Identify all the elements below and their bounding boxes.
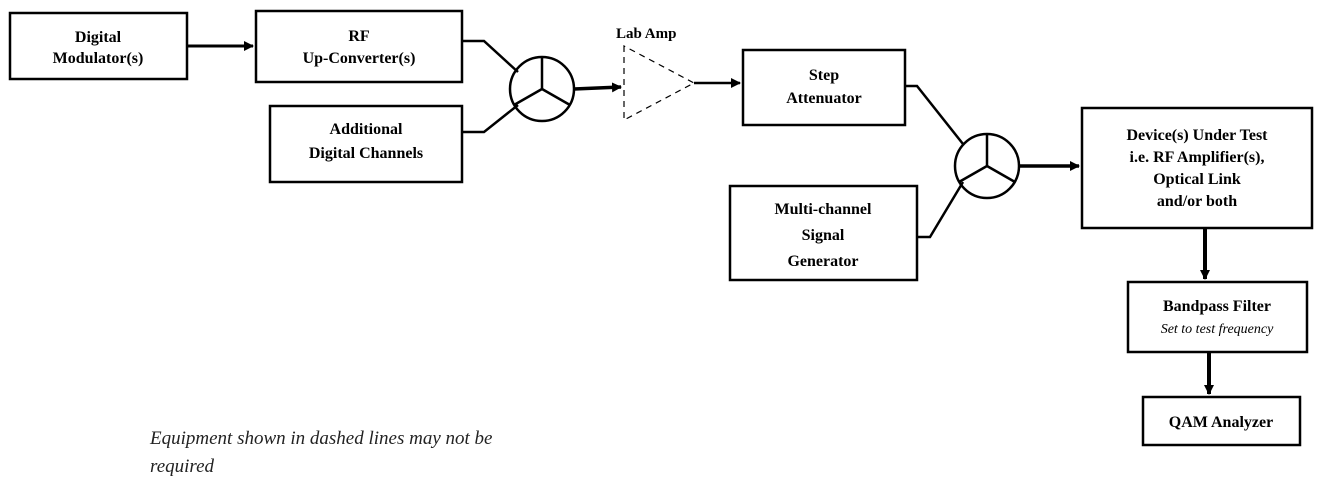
line-generator-to-combiner2 [917,181,965,239]
step-attenuator-label-line1: Step [809,67,839,84]
device-under-test-block: Device(s) Under Test i.e. RF Amplifier(s… [1080,106,1314,230]
multichannel-generator-block: Multi-channel Signal Generator [728,184,919,282]
rf-upconverter-label-line2: Up-Converter(s) [303,50,416,67]
footnote-line1: Equipment shown in dashed lines may not … [149,428,493,449]
combiner-1 [508,55,576,123]
footnote-line2: required [150,456,215,477]
rf-upconverter-block: RF Up-Converter(s) [254,9,464,84]
line-upconverter-to-combiner1 [462,39,519,73]
digital-modulator-block: Digital Modulator(s) [8,11,189,81]
line-additional-to-combiner1 [462,104,519,134]
multichannel-generator-label-line3: Generator [787,253,858,270]
step-attenuator-label-line2: Attenuator [786,90,862,107]
multichannel-generator-label-line1: Multi-channel [775,201,872,218]
dut-label-line1: Device(s) Under Test [1126,127,1268,144]
multichannel-generator-label-line2: Signal [802,227,845,244]
bandpass-filter-note: Set to test frequency [1161,322,1274,337]
digital-modulator-label-line1: Digital [75,29,122,46]
dut-label-line2: i.e. RF Amplifier(s), [1130,149,1265,166]
arrow-combiner1-to-labamp [573,82,622,93]
step-attenuator-block: Step Attenuator [741,48,907,127]
lab-amp-label: Lab Amp [616,26,676,42]
rf-upconverter-label-line1: RF [348,28,370,45]
qam-analyzer-block: QAM Analyzer [1141,395,1302,447]
additional-channels-label-line1: Additional [330,121,403,138]
dut-label-line4: and/or both [1157,193,1237,210]
lab-amp-block: Lab Amp [616,26,696,121]
digital-modulator-label-line2: Modulator(s) [53,50,144,67]
additional-channels-label-line2: Digital Channels [309,145,423,162]
combiner-2 [953,132,1021,200]
line-attenuator-to-combiner2 [905,84,964,145]
bandpass-filter-block: Bandpass Filter Set to test frequency [1126,280,1309,354]
connectors [187,39,1214,395]
footnote: Equipment shown in dashed lines may not … [149,428,493,477]
qam-analyzer-label: QAM Analyzer [1169,414,1273,431]
bandpass-filter-label: Bandpass Filter [1163,298,1271,315]
dut-label-line3: Optical Link [1153,171,1241,188]
additional-channels-block: Additional Digital Channels [268,104,464,184]
